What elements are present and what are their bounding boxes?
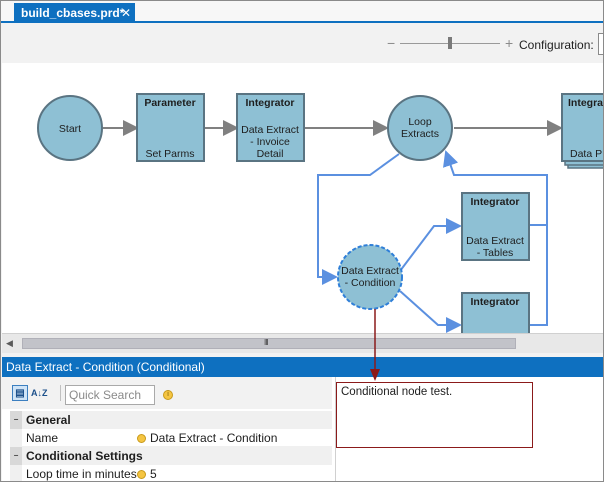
node-loop-extracts[interactable]: Loop Extracts — [388, 96, 452, 160]
canvas-horizontal-scrollbar[interactable]: ◀ III — [2, 333, 603, 353]
info-icon[interactable]: i — [163, 390, 173, 400]
configuration-label: Configuration: — [519, 38, 594, 52]
zoom-plus-icon[interactable]: + — [505, 36, 513, 50]
node-integrator-third[interactable]: Integrator — [462, 293, 529, 333]
canvas-toolbar: − + Configuration: — [1, 25, 603, 63]
node-integrator-tables[interactable]: Integrator Data Extract - Tables — [462, 193, 529, 260]
node-integrator-invoice-type: Integrator — [245, 97, 294, 109]
node-condition-line1: Data Extract — [341, 265, 399, 277]
row-gutter — [10, 429, 22, 447]
node-integrator-invoice[interactable]: Integrator Data Extract - Invoice Detail — [237, 94, 304, 161]
zoom-minus-icon[interactable]: − — [387, 36, 395, 50]
info-dot-icon — [137, 434, 146, 443]
node-loop-line2: Extracts — [401, 128, 439, 140]
node-integrator-invoice-line3: Detail — [257, 148, 284, 160]
category-general-label: General — [26, 413, 71, 427]
node-integrator-invoice-line1: Data Extract — [241, 124, 299, 136]
zoom-slider-thumb[interactable] — [448, 37, 452, 49]
quick-search-input[interactable] — [65, 385, 155, 405]
node-integrator-tables-type: Integrator — [470, 196, 519, 208]
node-start-label: Start — [59, 123, 81, 135]
property-name-value[interactable]: Data Extract - Condition — [137, 429, 277, 447]
categorized-icon[interactable]: ▤ — [12, 385, 28, 401]
close-icon[interactable]: ✕ — [121, 3, 131, 23]
property-loop-label: Loop time in minutes — [26, 465, 137, 482]
toolbar-separator — [60, 385, 61, 401]
collapse-icon[interactable]: − — [10, 447, 22, 465]
property-name-text: Data Extract - Condition — [150, 431, 277, 445]
tab-strip: build_cbases.prd* ✕ — [1, 1, 603, 23]
node-integrator-right-type: Integra — [568, 97, 603, 109]
node-parameter[interactable]: Parameter Set Parms — [137, 94, 204, 161]
category-conditional-label: Conditional Settings — [26, 449, 143, 463]
row-gutter — [10, 465, 22, 482]
node-integrator-third-type: Integrator — [470, 296, 519, 308]
configuration-dropdown[interactable] — [598, 33, 604, 55]
flow-diagram: Start Parameter Set Parms Integrator Dat… — [2, 63, 603, 333]
property-name-label: Name — [26, 429, 58, 447]
node-integrator-tables-line1: Data Extract — [466, 235, 524, 247]
property-loop-text: 5 — [150, 467, 157, 481]
properties-panel: ▤ A↓Z i − General Name Data Extract - Co… — [2, 377, 603, 482]
properties-toolbar: ▤ A↓Z i — [2, 377, 332, 409]
alphabetical-icon[interactable]: A↓Z — [31, 385, 47, 401]
scrollbar-grip-icon: III — [264, 338, 268, 347]
scrollbar-thumb[interactable] — [22, 338, 516, 349]
description-textbox[interactable]: Conditional node test. — [336, 382, 533, 448]
tab-label: build_cbases.prd* — [21, 6, 124, 20]
scroll-left-icon[interactable]: ◀ — [6, 338, 13, 349]
node-loop-line1: Loop — [408, 116, 432, 128]
node-integrator-right-label: Data P — [570, 148, 602, 160]
category-general[interactable]: − General — [10, 411, 332, 429]
node-integrator-invoice-line2: - Invoice — [250, 136, 290, 148]
node-parameter-label: Set Parms — [145, 148, 194, 160]
node-condition[interactable]: Data Extract - Condition — [338, 245, 402, 309]
collapse-icon[interactable]: − — [10, 411, 22, 429]
property-grid: − General Name Data Extract - Condition … — [10, 411, 332, 482]
properties-panel-header: Data Extract - Condition (Conditional) — [2, 357, 603, 377]
property-loop-value[interactable]: 5 — [137, 465, 157, 482]
node-condition-line2: - Condition — [345, 277, 396, 289]
node-parameter-type: Parameter — [144, 97, 195, 109]
info-dot-icon — [137, 470, 146, 479]
node-start[interactable]: Start — [38, 96, 102, 160]
category-conditional-settings[interactable]: − Conditional Settings — [10, 447, 332, 465]
property-row-loop-time[interactable]: Loop time in minutes 5 — [10, 465, 332, 482]
property-row-name[interactable]: Name Data Extract - Condition — [10, 429, 332, 447]
node-integrator-tables-line2: - Tables — [477, 247, 514, 259]
flow-canvas[interactable]: Start Parameter Set Parms Integrator Dat… — [2, 63, 603, 333]
connector-condition-integrator3 — [400, 291, 460, 325]
connector-integrator3-loop — [529, 213, 547, 325]
connector-condition-tables — [400, 226, 460, 271]
node-integrator-right[interactable]: Integra Data P — [562, 94, 603, 168]
tab-build-cbases[interactable]: build_cbases.prd* ✕ — [14, 3, 135, 23]
